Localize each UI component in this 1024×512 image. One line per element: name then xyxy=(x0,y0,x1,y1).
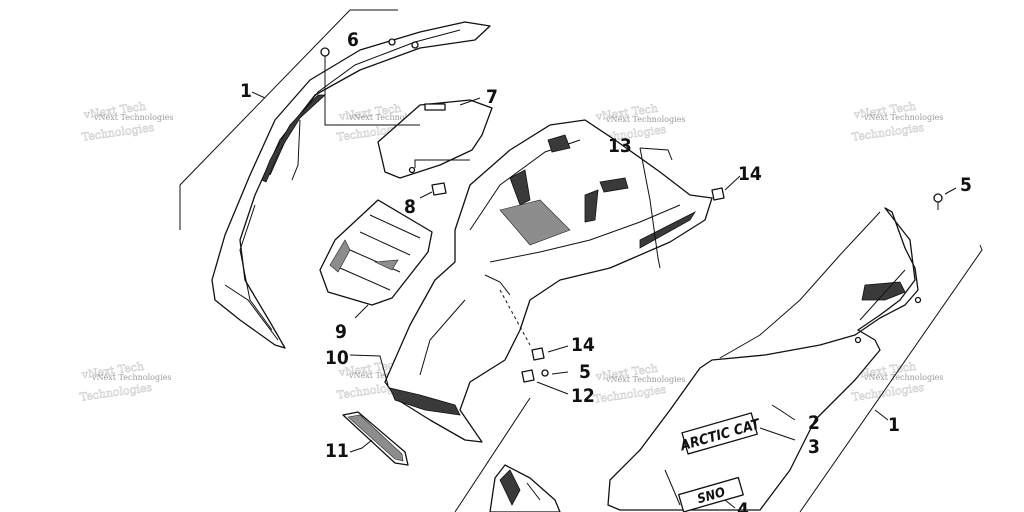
callout-13: 13 xyxy=(608,135,632,157)
callout-14-mid: 14 xyxy=(571,334,595,356)
plate-part-7 xyxy=(324,75,493,179)
callout-8: 8 xyxy=(404,196,416,218)
clip-part-8 xyxy=(431,182,447,196)
callout-12: 12 xyxy=(571,385,595,407)
callout-3: 3 xyxy=(808,436,820,458)
watermark-text: vNext Technologies xyxy=(605,115,685,124)
callouts: 1 6 7 8 9 10 11 13 14 14 5 5 12 2 3 1 4 xyxy=(240,29,972,512)
screw-part-5-right xyxy=(933,187,957,210)
callout-5-right: 5 xyxy=(960,174,972,196)
callout-1-right: 1 xyxy=(888,414,900,436)
svg-text:Technologies: Technologies xyxy=(81,121,155,144)
svg-text:Technologies: Technologies xyxy=(79,381,153,404)
watermark-text: vNext Technologies xyxy=(93,113,173,122)
callout-5-mid: 5 xyxy=(579,361,591,383)
callout-4: 4 xyxy=(737,499,749,512)
callout-2: 2 xyxy=(808,412,820,434)
svg-text:Technologies: Technologies xyxy=(851,121,925,144)
watermark-text: vNext Technologies xyxy=(863,373,943,382)
clip-part-14-mid xyxy=(531,347,545,361)
vent-part-9 xyxy=(319,199,433,306)
callout-6: 6 xyxy=(347,29,359,51)
model-decal-text: SNO xyxy=(696,485,727,507)
svg-text:Technologies: Technologies xyxy=(593,383,667,406)
callout-7: 7 xyxy=(486,86,498,108)
nut-part-12 xyxy=(521,369,535,383)
bottom-windshield-part xyxy=(489,464,561,512)
watermark-text: vNext Technologies xyxy=(348,113,428,122)
grille-part-11 xyxy=(342,411,409,466)
callout-11: 11 xyxy=(325,440,349,462)
clip-part-14-top xyxy=(711,187,725,201)
left-side-panel xyxy=(211,21,491,349)
watermark-text: vNext Technologies xyxy=(605,375,685,384)
svg-text:Technologies: Technologies xyxy=(851,381,925,404)
decal-part-4: SNO xyxy=(678,476,744,512)
callout-9: 9 xyxy=(335,321,347,343)
front-housing-part-10 xyxy=(384,119,713,443)
callout-10: 10 xyxy=(325,347,349,369)
callout-14-top: 14 xyxy=(738,163,762,185)
right-side-panel xyxy=(607,207,922,511)
watermark-text: vNext Technologies xyxy=(91,373,171,382)
screw-part-5-mid xyxy=(541,369,549,377)
callout-1-left: 1 xyxy=(240,80,252,102)
watermark-text: vNext Technologies xyxy=(863,113,943,122)
screw-part-6 xyxy=(320,47,330,75)
